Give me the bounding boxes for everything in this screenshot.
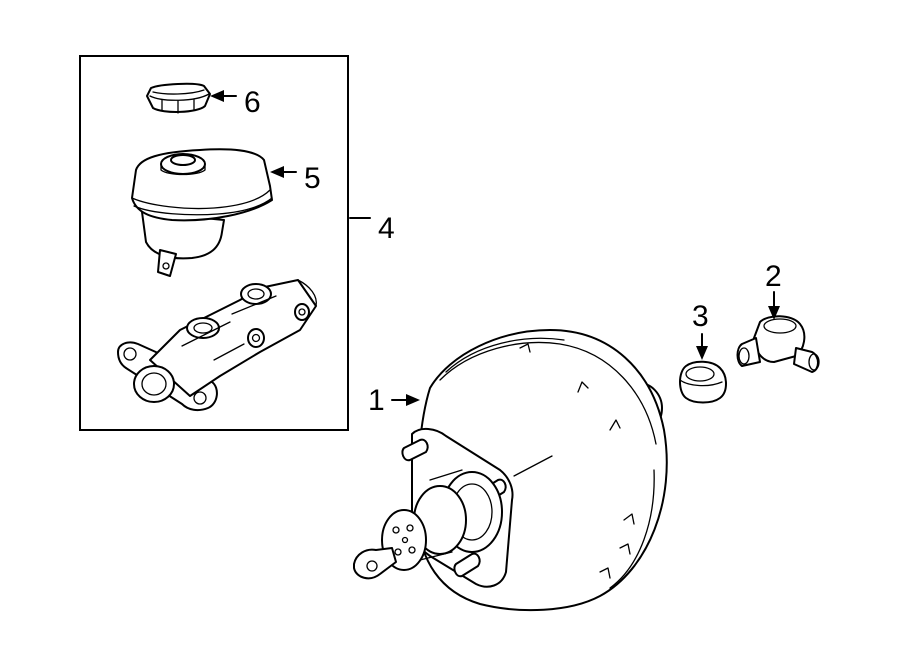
leader-line-3: [696, 333, 708, 360]
callout-6: 6: [244, 86, 261, 119]
master-cylinder-drawing[interactable]: [117, 279, 317, 412]
reservoir-drawing[interactable]: [131, 148, 273, 277]
reservoir-cap-drawing[interactable]: [146, 82, 211, 114]
callout-1: 1: [368, 384, 385, 417]
callout-2: 2: [765, 260, 782, 293]
leader-line-1: [391, 394, 420, 406]
brake-booster-drawing[interactable]: [353, 329, 668, 612]
leader-line-2: [768, 291, 780, 320]
assembly-box: [79, 55, 349, 431]
leader-line-6: [210, 90, 237, 102]
check-valve-drawing[interactable]: [736, 315, 820, 373]
callout-4: 4: [378, 212, 395, 245]
leader-line-5: [270, 166, 297, 178]
grommet-drawing[interactable]: [679, 360, 727, 404]
callout-3: 3: [692, 300, 709, 333]
callout-5: 5: [304, 162, 321, 195]
